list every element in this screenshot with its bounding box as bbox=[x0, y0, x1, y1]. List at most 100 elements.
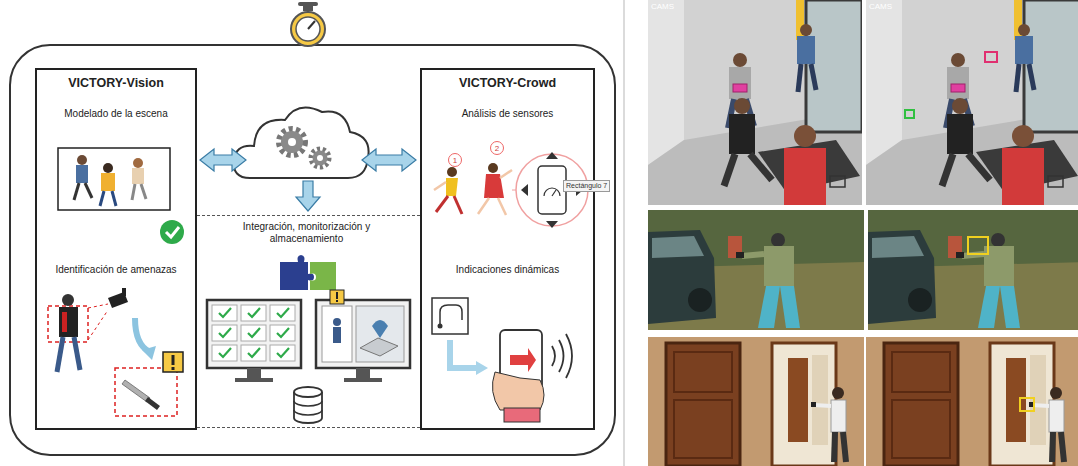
camera-photo-part bbox=[750, 154, 772, 180]
camera-photo-part bbox=[806, 0, 862, 132]
check-grid bbox=[212, 305, 295, 361]
puzzle-icon-part bbox=[280, 255, 314, 290]
monitor-icon-part bbox=[207, 300, 301, 368]
directions-illustration-part bbox=[559, 340, 564, 372]
camera-photo-part bbox=[830, 176, 845, 187]
camera-photo-part bbox=[729, 114, 755, 154]
threat-illustration-part bbox=[88, 304, 108, 308]
camera-photo-part bbox=[734, 98, 750, 114]
detection-box-part bbox=[968, 237, 988, 254]
check-grid-part bbox=[277, 328, 289, 337]
range-photo-part bbox=[771, 233, 785, 247]
monitor-icon-part bbox=[247, 368, 261, 378]
monitor-icon-part bbox=[333, 318, 341, 326]
corridor-photo-part bbox=[831, 400, 846, 432]
section-heading: Indicaciones dinámicas bbox=[426, 264, 589, 276]
sensor-illustration-part bbox=[488, 163, 498, 173]
detection-box-part bbox=[1020, 398, 1034, 411]
stopwatch-icon-part bbox=[308, 21, 315, 29]
double-arrow-part bbox=[200, 149, 246, 171]
threat-illustration-part bbox=[62, 312, 67, 332]
camera-photo-part bbox=[648, 0, 862, 205]
corridor-photo-part bbox=[666, 343, 740, 466]
cloud-icon-part bbox=[281, 131, 303, 153]
camera-photo-part bbox=[798, 64, 801, 92]
sensor-illustration-part bbox=[447, 167, 457, 177]
directions-illustration-part bbox=[440, 305, 462, 326]
sensor-illustration-part bbox=[454, 196, 462, 214]
cloud-icon-part bbox=[234, 108, 369, 179]
monitor-icon-part bbox=[333, 327, 341, 343]
range-photo-part bbox=[736, 252, 744, 258]
outer-frame bbox=[10, 45, 615, 455]
threat-illustration bbox=[48, 288, 183, 416]
range-photo-part bbox=[652, 236, 704, 258]
check-grid-part bbox=[219, 328, 231, 337]
puzzle-icon-part bbox=[310, 262, 336, 290]
scene-illustration-part bbox=[133, 158, 143, 168]
threat-illustration-part bbox=[57, 337, 63, 372]
stopwatch-icon-part bbox=[296, 17, 320, 41]
scene-illustration-part bbox=[100, 191, 104, 206]
scene-illustration-part bbox=[85, 183, 92, 198]
check-grid-part bbox=[270, 305, 295, 321]
check-grid-part bbox=[270, 325, 295, 341]
range-photo-part bbox=[688, 288, 712, 312]
double-arrow-part bbox=[362, 149, 416, 171]
separator-part bbox=[623, 0, 625, 466]
scene-illustration-part bbox=[132, 184, 135, 200]
scene-illustration-part bbox=[132, 168, 144, 184]
corridor-photo bbox=[866, 337, 1078, 466]
corridor-photo-part bbox=[834, 432, 835, 462]
range-photo-part bbox=[742, 254, 764, 256]
threat-illustration-part bbox=[172, 355, 175, 365]
puzzle-icon bbox=[280, 255, 336, 290]
directions-illustration-part bbox=[450, 340, 478, 368]
check-grid-part bbox=[277, 348, 289, 357]
database-icon-part bbox=[294, 401, 322, 406]
threat-illustration-part bbox=[74, 337, 80, 370]
scene-illustration-part bbox=[166, 227, 179, 237]
camera-photo-part bbox=[648, 0, 684, 165]
sensor-illustration-part bbox=[446, 178, 458, 196]
camera-photo bbox=[866, 0, 1078, 205]
threat-illustration-part bbox=[122, 288, 126, 296]
corridor-photo-part bbox=[772, 343, 836, 466]
double-arrow bbox=[200, 149, 416, 211]
camera-photo-part bbox=[794, 125, 816, 147]
sensor-illustration-part bbox=[552, 190, 556, 196]
threat-illustration-part bbox=[62, 294, 74, 306]
threat-illustration-part bbox=[88, 310, 108, 340]
detection-box bbox=[968, 237, 988, 254]
directions-illustration-part bbox=[476, 361, 488, 375]
sensor-illustration-part bbox=[500, 170, 512, 178]
stopwatch-icon-part bbox=[291, 12, 325, 46]
range-photo-part bbox=[758, 286, 780, 328]
monitor-icon-part bbox=[235, 378, 273, 382]
corridor-photo-part bbox=[812, 355, 828, 445]
check-grid-part bbox=[212, 305, 237, 321]
outer-frame-part bbox=[10, 45, 615, 455]
directions-illustration bbox=[432, 298, 572, 422]
check-grid-part bbox=[241, 305, 266, 321]
sensor-illustration-part bbox=[538, 166, 566, 214]
scene-illustration-part bbox=[160, 220, 184, 244]
scene-illustration bbox=[58, 148, 184, 244]
corridor-photo bbox=[648, 337, 864, 466]
monitor-icon-part bbox=[356, 306, 404, 362]
camera-photo-part bbox=[733, 53, 747, 67]
threat-illustration-part bbox=[48, 306, 88, 342]
sensor-illustration-part bbox=[436, 196, 448, 212]
scene-illustration-part bbox=[101, 173, 115, 191]
stopwatch-icon bbox=[291, 2, 325, 46]
directions-illustration-part bbox=[492, 372, 544, 410]
sensor-illustration-part bbox=[546, 152, 558, 159]
check-grid-part bbox=[219, 348, 231, 357]
tooltip-label: Rectángulo 7 bbox=[563, 180, 610, 192]
scene-illustration-part bbox=[112, 191, 116, 206]
database-icon-part bbox=[294, 410, 322, 415]
camera-photo-part bbox=[811, 64, 816, 90]
section-heading: Integración, monitorización y almacenami… bbox=[225, 221, 388, 245]
threat-illustration-part bbox=[145, 397, 160, 410]
